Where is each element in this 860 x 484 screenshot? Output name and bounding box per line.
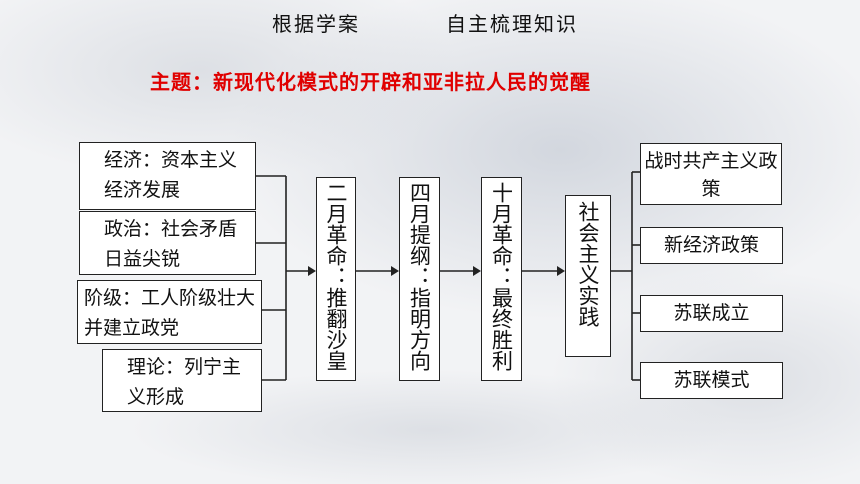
arrowhead-2 <box>391 266 399 276</box>
practice-soviet-model-box: 苏联模式 <box>640 362 783 399</box>
topic-title: 主题：新现代化模式的开辟和亚非拉人民的觉醒 <box>150 70 591 94</box>
cause-theory-text: 理论：列宁主义形成 <box>127 356 242 408</box>
practice-nep-text: 新经济政策 <box>663 234 759 256</box>
cause-economy-box: 经济：资本主义经济发展 <box>79 142 256 210</box>
arrowhead-4 <box>557 266 565 276</box>
practice-ussr-founded-box: 苏联成立 <box>640 295 783 332</box>
cause-class-box: 阶级：工人阶级壮大并建立政党 <box>77 280 262 344</box>
cause-theory-box: 理论：列宁主义形成 <box>102 349 262 412</box>
cause-economy-text: 经济：资本主义经济发展 <box>104 149 238 201</box>
stage-october-box: 十月革命：最终胜利 <box>481 177 522 381</box>
practice-war-communism-text: 战时共产主义政策 <box>644 150 778 200</box>
stage-february-box: 二月革命：推翻沙皇 <box>316 177 356 381</box>
arrowhead-1 <box>308 266 316 276</box>
stage-february-text: 二月革命：推翻沙皇 <box>324 182 348 371</box>
stage-april-box: 四月提纲：指明方向 <box>399 177 440 381</box>
cause-politics-text: 政治：社会矛盾日益尖锐 <box>104 218 238 270</box>
header-left: 根据学案 <box>272 12 360 36</box>
practice-nep-box: 新经济政策 <box>640 227 783 264</box>
stage-october-text: 十月革命：最终胜利 <box>489 182 514 371</box>
cause-class-text: 阶级：工人阶级壮大并建立政党 <box>84 287 256 339</box>
practice-war-communism-box: 战时共产主义政策 <box>640 143 782 205</box>
practice-soviet-model-text: 苏联模式 <box>673 369 750 391</box>
cause-politics-box: 政治：社会矛盾日益尖锐 <box>79 211 256 275</box>
header-right: 自主梳理知识 <box>446 12 578 36</box>
stage-april-text: 四月提纲：指明方向 <box>407 182 432 371</box>
stage-practice-box: 社会主义实践 <box>565 195 611 357</box>
stage-practice-text: 社会主义实践 <box>576 201 600 327</box>
arrowhead-3 <box>473 266 481 276</box>
practice-ussr-founded-text: 苏联成立 <box>673 302 750 324</box>
